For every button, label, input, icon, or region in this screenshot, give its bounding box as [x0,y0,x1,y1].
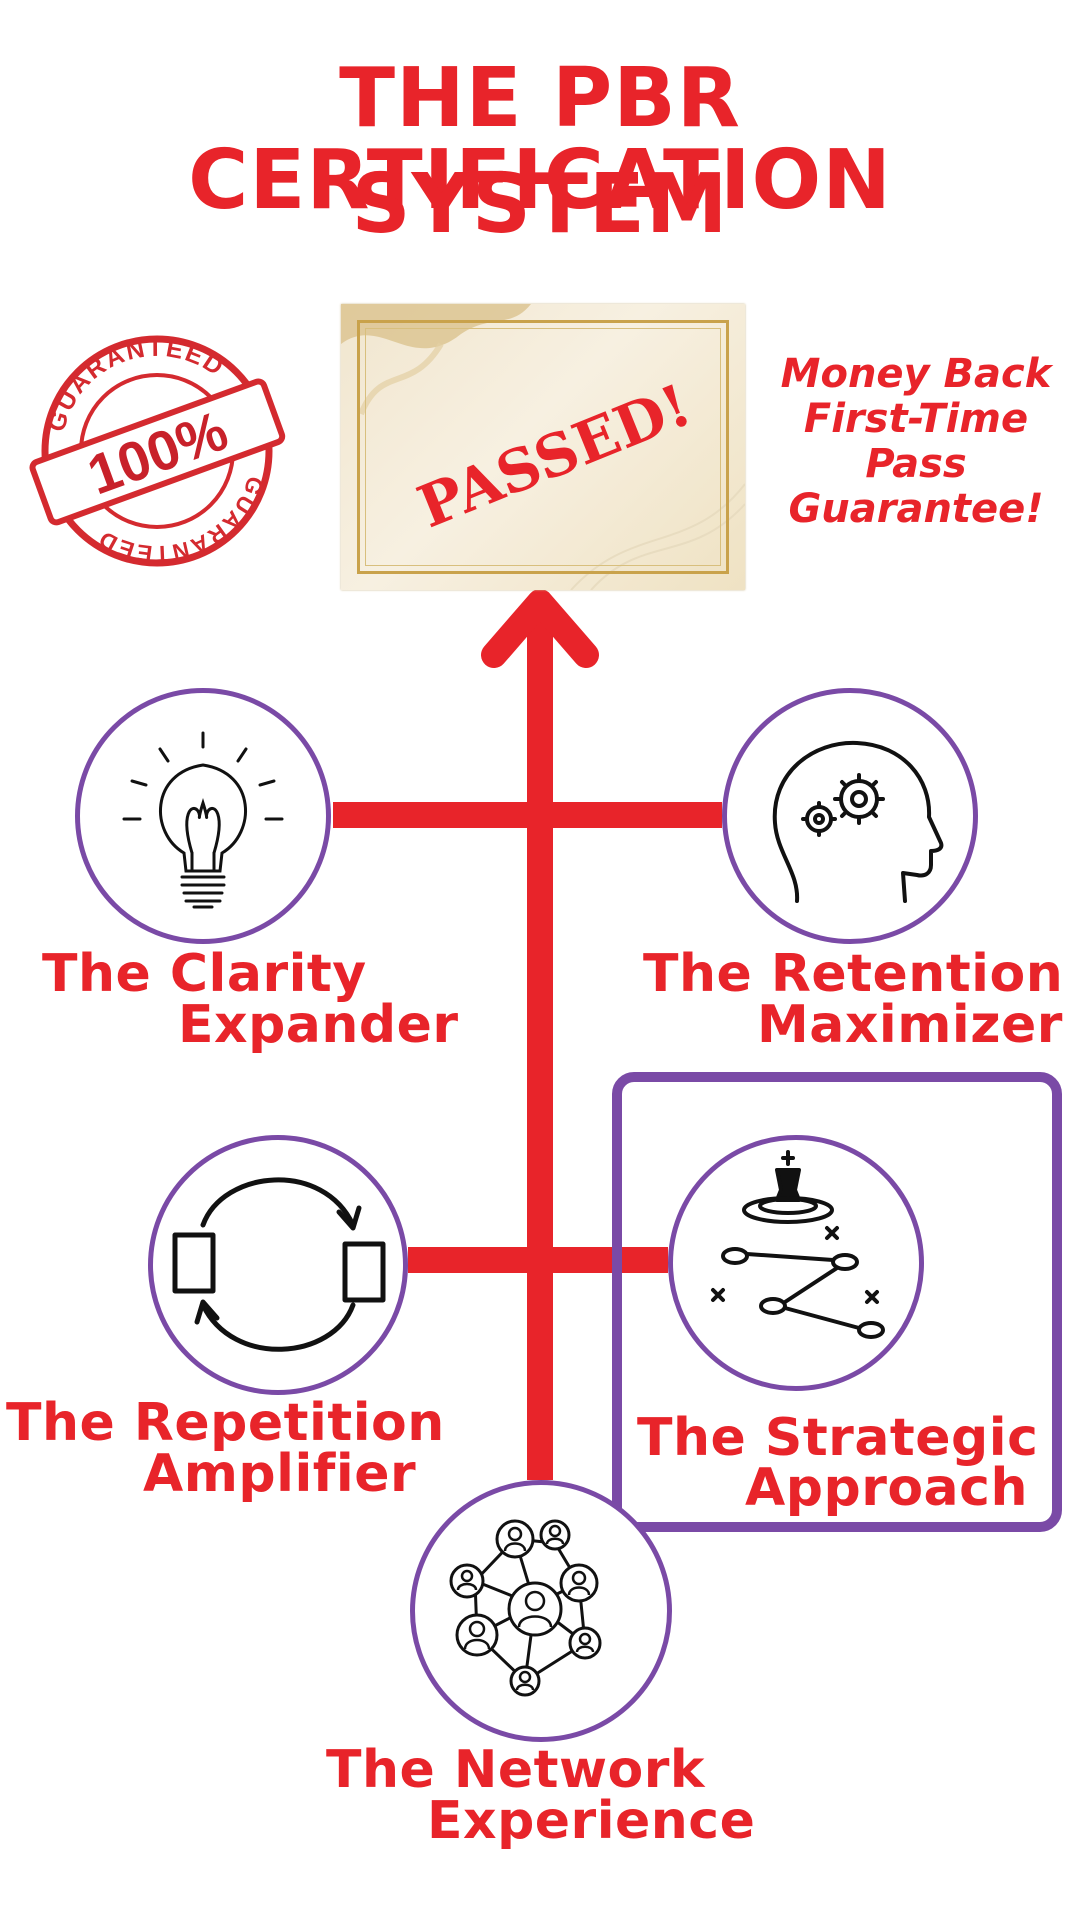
guarantee-line-3: Pass [865,441,967,487]
certificate-frame [357,320,729,574]
people-network-icon [449,1519,602,1697]
retention-maximizer-node [722,688,978,944]
chess-strategy-icon [711,1150,885,1339]
repetition-amplifier-node [148,1135,408,1395]
network-experience-node [410,1480,672,1742]
guarantee-line-4: Guarantee! [788,486,1044,532]
clarity-expander-node [75,688,331,944]
network-label-line-1: The Network [326,1740,705,1800]
repetition-label-line-1: The Repetition [6,1393,445,1453]
retention-label-line-2: Maximizer [757,995,1063,1055]
guarantee-line-2: First-Time [803,396,1029,442]
cycle-arrows-icon [172,1177,386,1352]
strategic-highlight-box [612,1072,1062,1532]
repetition-label-line-2: Amplifier [143,1444,417,1504]
seal-center-text: 100% [79,398,235,506]
clarity-label-line-1: The Clarity [42,944,367,1004]
strategic-label-line-2: Approach [745,1458,1028,1518]
arrow-head [481,589,599,668]
network-label-line-2: Experience [427,1791,756,1851]
strategic-approach-node [668,1135,924,1391]
head-gears-icon [772,740,944,903]
lightbulb-icon [122,731,284,909]
certificate-inner-frame [365,328,721,566]
page-title-line-1: THE PBR CERTIFICATION [188,51,892,228]
guarantee-line-1: Money Back [780,351,1052,397]
guaranteed-100-seal-icon: GUARANTEED GUARANTEED 100% [29,334,286,567]
clarity-label-line-2: Expander [178,995,459,1055]
retention-label-line-1: The Retention [643,944,1064,1004]
page-title-line-2: SYSTEM [351,157,729,252]
strategic-label-line-1: The Strategic [637,1408,1039,1468]
passed-certificate: PASSED! [341,304,745,590]
